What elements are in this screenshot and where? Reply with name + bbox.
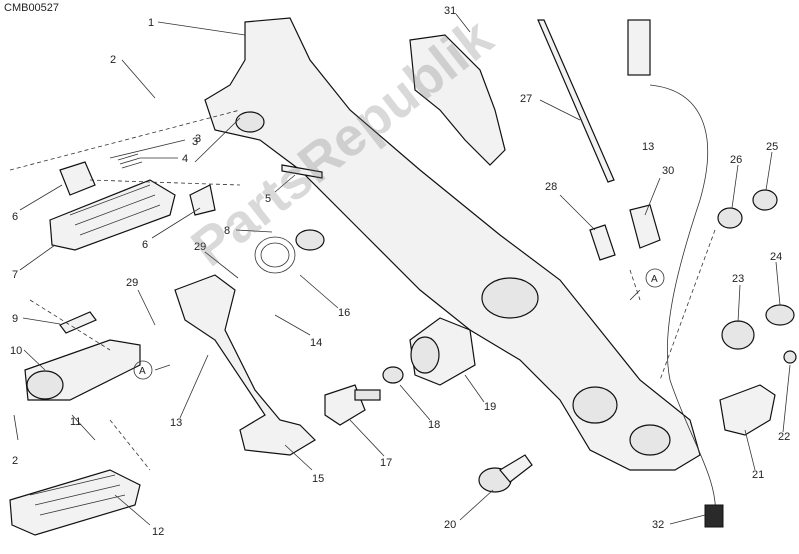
callout-label: 22 bbox=[778, 431, 790, 443]
svg-text:A: A bbox=[139, 366, 146, 377]
callout-label: 17 bbox=[380, 457, 392, 469]
callout-label: 4 bbox=[182, 153, 188, 165]
washer-part bbox=[765, 304, 795, 326]
callout-label: 19 bbox=[484, 401, 496, 413]
bolt-part bbox=[324, 384, 381, 426]
callout-label: 11 bbox=[70, 416, 81, 428]
sensor-part bbox=[627, 19, 724, 528]
pin-part bbox=[281, 164, 323, 179]
callout-label: 20 bbox=[444, 519, 456, 531]
callout-label: 1 bbox=[148, 17, 154, 29]
nut-part bbox=[717, 207, 743, 229]
callout-label: 23 bbox=[732, 273, 744, 285]
callout-label: 13 bbox=[170, 417, 182, 429]
callout-labels: 1 2 3 4 5 6 6 7 8 9 10 11 12 13 13 14 15… bbox=[10, 5, 790, 538]
callout-label: 18 bbox=[428, 419, 440, 431]
callout-label: 2 bbox=[12, 455, 18, 467]
rod-part bbox=[537, 19, 615, 183]
rubber-mount-part bbox=[409, 317, 476, 386]
reference-marker: A bbox=[629, 268, 665, 301]
callout-label: 8 bbox=[224, 225, 230, 237]
callout-label: 30 bbox=[662, 165, 674, 177]
callout-label: 28 bbox=[545, 181, 557, 193]
callout-label: 21 bbox=[752, 469, 764, 481]
nut-part bbox=[752, 189, 778, 211]
callout-label: 2 bbox=[110, 54, 116, 66]
gear-lever-part bbox=[174, 274, 316, 456]
clip-part bbox=[589, 224, 616, 261]
pin-part bbox=[59, 311, 97, 334]
screw-part bbox=[478, 454, 533, 493]
svg-text:A: A bbox=[651, 274, 658, 285]
washer-part bbox=[382, 366, 404, 384]
callout-label: 15 bbox=[312, 473, 324, 485]
callout-label: 13 bbox=[642, 141, 654, 153]
callout-label: 31 bbox=[444, 5, 456, 17]
callout-label: 29 bbox=[126, 277, 138, 289]
callout-label: 12 bbox=[152, 526, 164, 538]
spring-part bbox=[254, 229, 325, 274]
callout-label: 7 bbox=[12, 269, 18, 281]
callout-label: 9 bbox=[12, 313, 18, 325]
callout-label: 29 bbox=[194, 241, 206, 253]
bushing-part bbox=[721, 320, 755, 350]
callout-label: 26 bbox=[730, 154, 742, 166]
callout-label: 24 bbox=[770, 251, 782, 263]
footpeg-part bbox=[9, 469, 141, 536]
callout-label: 6 bbox=[142, 239, 148, 251]
clevis-part bbox=[629, 204, 661, 249]
bracket-part bbox=[719, 384, 776, 436]
callout-label: 14 bbox=[310, 337, 322, 349]
master-cylinder-part bbox=[409, 34, 506, 166]
reference-marker: A bbox=[133, 360, 171, 380]
callout-label: 5 bbox=[265, 193, 271, 205]
footpeg-holder-part bbox=[24, 339, 141, 401]
frame-part bbox=[204, 17, 701, 471]
callout-label: 16 bbox=[338, 307, 350, 319]
callout-label: 10 bbox=[10, 345, 22, 357]
callout-label: 3 bbox=[195, 133, 201, 145]
callout-label: 3 bbox=[192, 136, 198, 148]
plate-part bbox=[59, 161, 216, 216]
spring-part bbox=[117, 153, 143, 169]
callout-label: 25 bbox=[766, 141, 778, 153]
callout-label: 27 bbox=[520, 93, 532, 105]
footpeg-part bbox=[49, 179, 176, 251]
callout-label: 32 bbox=[652, 519, 664, 531]
screw-part bbox=[783, 350, 797, 364]
drawing-code: CMB00527 bbox=[4, 2, 60, 14]
guide-lines bbox=[9, 109, 716, 471]
leader-lines bbox=[13, 13, 791, 526]
callout-label: 6 bbox=[12, 211, 18, 223]
